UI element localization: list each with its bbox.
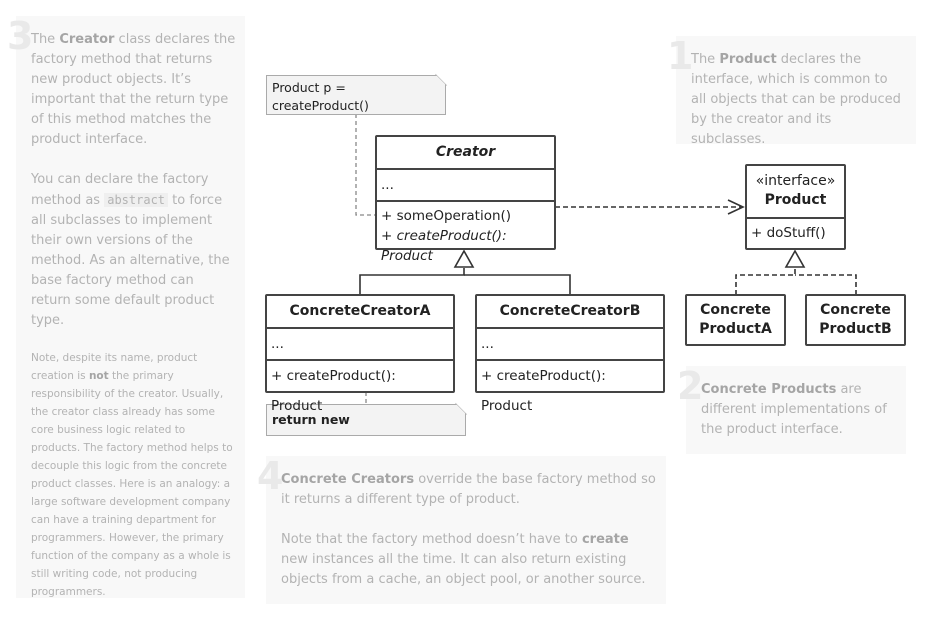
product-description-panel — [676, 36, 916, 144]
product-interface: «interface» Product + doStuff() — [745, 164, 846, 250]
step-number-4: 4 — [257, 454, 284, 498]
creator-paragraph-2: You can declare the factory method as ab… — [31, 172, 230, 328]
creator-fields: ... — [377, 168, 554, 200]
concrete-products-panel — [686, 366, 906, 454]
creator-description-text: The Creator class declares the factory m… — [31, 30, 237, 601]
step-number-2: 2 — [677, 364, 704, 408]
creator-paragraph-1: The Creator class declares the factory m… — [31, 32, 236, 147]
concrete-products-text: Concrete Products are different implemen… — [701, 382, 887, 437]
concrete-code-note: return new ConcreteProductA() — [266, 404, 466, 436]
concrete-creator-a-fields: ... — [267, 327, 453, 359]
product-methods: + doStuff() — [747, 217, 844, 248]
step-number-3: 3 — [7, 14, 34, 58]
concrete-product-b-class: Concrete ProductB — [805, 294, 906, 346]
concrete-creator-b-fields: ... — [477, 327, 663, 359]
note-connector-top — [355, 114, 375, 216]
creator-description-panel — [16, 16, 245, 598]
concrete-creators-text: Concrete Creators override the base fact… — [281, 472, 656, 587]
step-number-1: 1 — [667, 34, 694, 78]
concrete-creator-a-class: ConcreteCreatorA ... + createProduct(): … — [265, 294, 455, 414]
concrete-creators-panel — [266, 456, 666, 604]
product-interface-header: «interface» Product — [747, 166, 844, 217]
creator-paragraph-3: Note, despite its name, product creation… — [31, 352, 233, 598]
creator-methods: + someOperation() + createProduct(): Pro… — [377, 200, 554, 264]
realization-line-b — [795, 274, 857, 295]
product-interface-name: Product — [764, 192, 827, 208]
product-stereotype: «interface» — [755, 173, 836, 189]
concrete-creator-a-methods: + createProduct(): Product — [267, 359, 453, 414]
concrete-product-a-class: Concrete ProductA — [685, 294, 786, 346]
inheritance-arrow-head — [453, 249, 475, 268]
dependency-arrow-head — [727, 199, 745, 215]
concrete-creator-b-class: ConcreteCreatorB ... + createProduct(): … — [475, 294, 665, 414]
inheritance-line-b — [464, 274, 571, 295]
inheritance-line-a — [359, 268, 465, 295]
concrete-creator-b-methods: + createProduct(): Product — [477, 359, 663, 414]
product-description-text: The Product declares the interface, whic… — [691, 52, 901, 147]
concrete-creator-b-name: ConcreteCreatorB — [499, 303, 641, 319]
creator-code-note: Product p = createProduct() p.doStuff() — [266, 75, 446, 115]
realization-arrow-head — [784, 249, 806, 268]
creator-class-name: Creator — [435, 144, 496, 160]
creator-class: Creator ... + someOperation() + createPr… — [375, 135, 556, 264]
realization-line-a — [735, 268, 796, 295]
concrete-creator-a-name: ConcreteCreatorA — [289, 303, 431, 319]
